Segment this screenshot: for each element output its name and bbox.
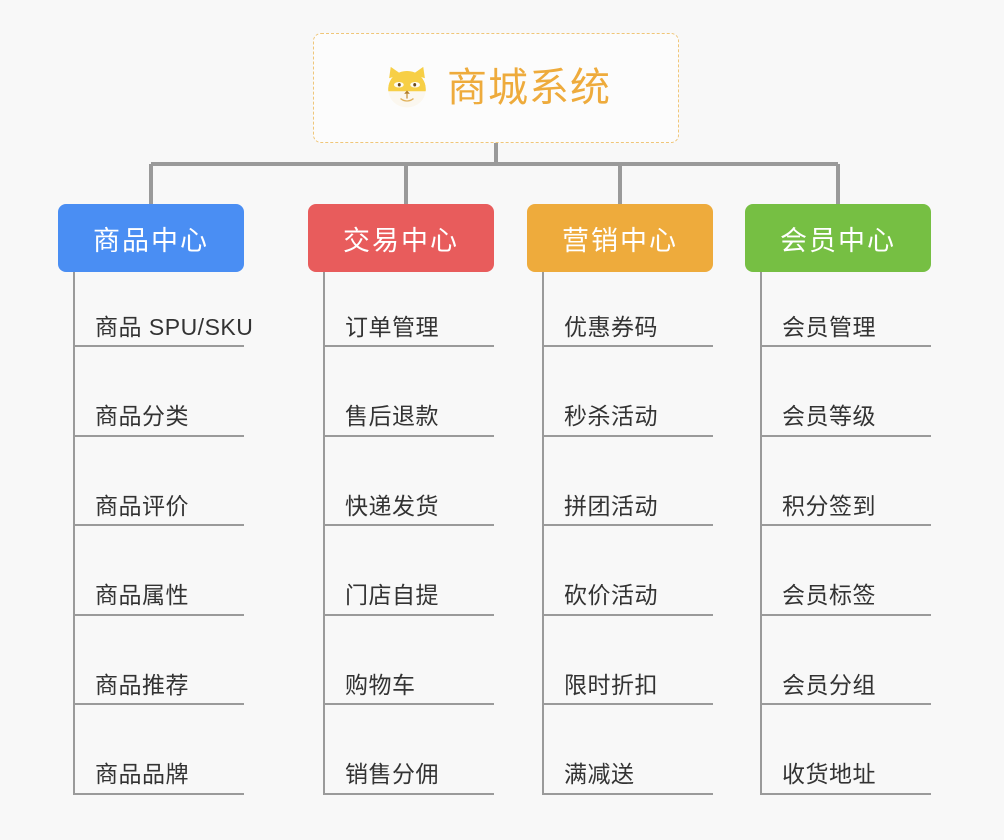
leaf-label: 砍价活动	[564, 582, 658, 609]
leaf-label: 快递发货	[345, 492, 439, 519]
leaf-item[interactable]: 满减送	[542, 705, 713, 795]
leaf-item[interactable]: 销售分佣	[323, 705, 494, 795]
branch-header-label-1: 交易中心	[343, 225, 459, 256]
leaf-item[interactable]: 收货地址	[760, 705, 931, 795]
leaf-label: 收货地址	[782, 761, 876, 788]
leaf-label: 会员标签	[782, 582, 876, 609]
branch-column-3: 会员中心 会员管理 会员等级 积分签到 会员标签 会员分组 收货地址	[745, 204, 931, 795]
leaf-label: 优惠券码	[564, 313, 658, 340]
leaf-item[interactable]: 积分签到	[760, 437, 931, 526]
branch-header-label-2: 营销中心	[562, 225, 678, 256]
leaf-item[interactable]: 售后退款	[323, 347, 494, 437]
branch-header-0[interactable]: 商品中心	[58, 204, 244, 272]
leaf-label: 积分签到	[782, 492, 876, 519]
leaf-spine-3	[760, 272, 762, 795]
leaf-item[interactable]: 商品分类	[73, 347, 244, 437]
leaf-item[interactable]: 会员分组	[760, 616, 931, 705]
shiba-dog-icon	[388, 66, 426, 108]
leaf-label: 购物车	[345, 671, 416, 698]
branch-column-0: 商品中心 商品 SPU/SKU 商品分类 商品评价 商品属性 商品推荐 商品品牌	[58, 204, 253, 795]
root-node[interactable]: 商城系统	[313, 33, 679, 143]
leaf-item[interactable]: 会员标签	[760, 526, 931, 616]
leaf-item[interactable]: 订单管理	[323, 272, 494, 347]
leaf-item[interactable]: 商品 SPU/SKU	[73, 272, 253, 347]
branch-header-2[interactable]: 营销中心	[527, 204, 713, 272]
branch-header-label-3: 会员中心	[780, 225, 896, 256]
leaf-label: 商品属性	[95, 582, 189, 609]
leaf-item[interactable]: 门店自提	[323, 526, 494, 616]
leaf-item[interactable]: 拼团活动	[542, 437, 713, 526]
leaf-list-2: 优惠券码 秒杀活动 拼团活动 砍价活动 限时折扣 满减送	[527, 272, 713, 795]
leaf-item[interactable]: 商品属性	[73, 526, 244, 616]
leaf-label: 门店自提	[345, 582, 439, 609]
leaf-label: 会员等级	[782, 403, 876, 430]
leaf-item[interactable]: 购物车	[323, 616, 494, 705]
leaf-item[interactable]: 优惠券码	[542, 272, 713, 347]
leaf-label: 售后退款	[345, 403, 439, 430]
leaf-item[interactable]: 会员管理	[760, 272, 931, 347]
leaf-label: 会员管理	[782, 313, 876, 340]
leaf-list-0: 商品 SPU/SKU 商品分类 商品评价 商品属性 商品推荐 商品品牌	[58, 272, 253, 795]
leaf-item[interactable]: 商品推荐	[73, 616, 244, 705]
leaf-label: 商品 SPU/SKU	[95, 313, 254, 340]
leaf-label: 商品评价	[95, 492, 189, 519]
leaf-item[interactable]: 快递发货	[323, 437, 494, 526]
leaf-label: 商品品牌	[95, 761, 189, 788]
branch-header-label-0: 商品中心	[93, 225, 209, 256]
leaf-item[interactable]: 限时折扣	[542, 616, 713, 705]
branch-header-1[interactable]: 交易中心	[308, 204, 494, 272]
leaf-label: 满减送	[564, 761, 635, 788]
branch-header-3[interactable]: 会员中心	[745, 204, 931, 272]
leaf-item[interactable]: 会员等级	[760, 347, 931, 437]
leaf-label: 秒杀活动	[564, 403, 658, 430]
leaf-spine-0	[73, 272, 75, 795]
leaf-item[interactable]: 砍价活动	[542, 526, 713, 616]
leaf-item[interactable]: 商品评价	[73, 437, 244, 526]
leaf-label: 订单管理	[345, 313, 439, 340]
leaf-label: 商品推荐	[95, 671, 189, 698]
leaf-label: 会员分组	[782, 671, 876, 698]
leaf-label: 限时折扣	[564, 671, 658, 698]
leaf-list-1: 订单管理 售后退款 快递发货 门店自提 购物车 销售分佣	[308, 272, 494, 795]
leaf-spine-1	[323, 272, 325, 795]
root-title: 商城系统	[447, 66, 611, 110]
leaf-spine-2	[542, 272, 544, 795]
branch-column-1: 交易中心 订单管理 售后退款 快递发货 门店自提 购物车 销售分佣	[308, 204, 494, 795]
branch-column-2: 营销中心 优惠券码 秒杀活动 拼团活动 砍价活动 限时折扣 满减送	[527, 204, 713, 795]
leaf-item[interactable]: 商品品牌	[73, 705, 244, 795]
leaf-label: 拼团活动	[564, 492, 658, 519]
leaf-label: 商品分类	[95, 403, 189, 430]
leaf-item[interactable]: 秒杀活动	[542, 347, 713, 437]
leaf-label: 销售分佣	[345, 761, 439, 788]
leaf-list-3: 会员管理 会员等级 积分签到 会员标签 会员分组 收货地址	[745, 272, 931, 795]
